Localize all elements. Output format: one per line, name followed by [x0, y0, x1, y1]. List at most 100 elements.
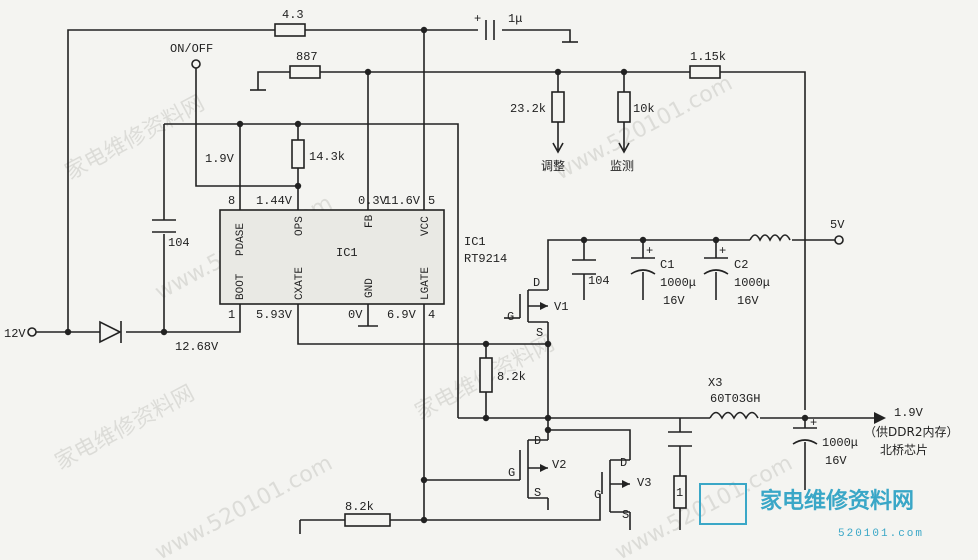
onoff-label: ON/OFF [170, 42, 213, 56]
output-voltage: 1.9V [894, 406, 924, 420]
ic-rt9214 [219, 209, 445, 305]
input-terminal-12v [27, 327, 37, 337]
x3-part: 60T03GH [710, 392, 760, 406]
pin-cxate: CXATE [294, 267, 306, 300]
pin-number-5: 5 [428, 194, 435, 208]
pin-pdase: PDASE [235, 223, 247, 256]
voltage-ops: 1.44V [256, 194, 293, 208]
resistor-14-3k-label: 14.3k [309, 150, 345, 164]
watermark-url: www.520101.com [151, 451, 337, 560]
resistor-8-2k-a-label: 8.2k [497, 370, 526, 384]
v-12-68-label: 12.68V [175, 340, 219, 354]
v3-label: V3 [637, 476, 651, 490]
capacitor-c1: + [630, 244, 656, 275]
capacitor-snubber [668, 431, 692, 447]
onoff-terminal [191, 59, 201, 69]
inductor-5v [749, 234, 791, 242]
voltage-fb: 0.3V [358, 194, 388, 208]
resistor-8-2k-b-label: 8.2k [345, 500, 374, 514]
output-note-2: 北桥芯片 [880, 443, 928, 457]
logo-sub: 520101.com [838, 528, 924, 540]
resistor-887-label: 887 [296, 50, 318, 64]
capacitor-104-boot-label: 104 [168, 236, 190, 250]
resistor-887 [289, 65, 321, 79]
c2-name: C2 [734, 258, 748, 272]
arrow-down-icon [552, 140, 564, 154]
capacitor-1u-label: 1μ [508, 12, 522, 26]
pin-number-8: 8 [228, 194, 235, 208]
c2-voltage: 16V [737, 294, 759, 308]
v3-source-label: S [622, 508, 629, 522]
v2-gate-label: G [508, 466, 515, 480]
resistor-10k [617, 91, 631, 123]
pin-lgate: LGATE [420, 267, 432, 300]
voltage-vcc: 11.6V [384, 194, 421, 208]
resistor-1-15k-label: 1.15k [690, 50, 726, 64]
voltage-gnd: 0V [348, 308, 363, 322]
c1-value: 1000μ [660, 276, 696, 290]
svg-text:+: + [810, 416, 817, 430]
pin-number-4: 4 [428, 308, 435, 322]
v-1-9-label: 1.9V [205, 152, 235, 166]
v1-drain-label: D [533, 276, 540, 290]
c1-name: C1 [660, 258, 674, 272]
output-note-1: （供DDR2内存） [864, 425, 958, 439]
wires [36, 29, 880, 530]
v1-label: V1 [554, 300, 568, 314]
v2-label: V2 [552, 458, 566, 472]
junctions [64, 26, 809, 524]
pin-fb: FB [364, 214, 376, 228]
input-12v-label: 12V [4, 327, 26, 341]
resistor-1-15k [689, 65, 721, 79]
c2-value: 1000μ [734, 276, 770, 290]
svg-text:+: + [646, 244, 653, 258]
watermark-text: 家电维修资料网 [61, 91, 209, 185]
mosfet-v3 [601, 459, 631, 530]
resistor-1-label: 1 [676, 486, 683, 500]
ic-part: RT9214 [464, 252, 507, 266]
capacitor-1u: + [474, 12, 495, 40]
resistor-23-2k-label: 23.2k [510, 102, 546, 116]
resistor-14-3k [291, 139, 305, 169]
monitor-label: 监测 [610, 159, 634, 173]
arrow-down-icon [618, 140, 630, 154]
v1-gate-label: G [507, 310, 514, 324]
capacitor-1000u-out: + [792, 416, 818, 445]
net-5v-label: 5V [830, 218, 845, 232]
adjust-label: 调整 [541, 158, 565, 173]
inductor-x3 [709, 411, 759, 420]
watermark-text: 家电维修资料网 [51, 381, 199, 475]
mosfet-v2 [519, 439, 548, 499]
c3-value: 1000μ [822, 436, 858, 450]
mosfet-v1 [504, 289, 548, 323]
pin-boot: BOOT [235, 273, 247, 300]
resistor-1 [673, 475, 687, 509]
c3-voltage: 16V [825, 454, 847, 468]
terminal-5v [834, 235, 844, 245]
capacitor-104-boot [152, 219, 176, 233]
resistor-10k-label: 10k [633, 102, 655, 116]
capacitor-104-out [572, 259, 596, 275]
site-logo: 家电维修资料网 520101.com [699, 483, 924, 540]
voltage-lgate: 6.9V [387, 308, 417, 322]
pin-gnd: GND [364, 278, 376, 298]
c1-voltage: 16V [663, 294, 685, 308]
v2-drain-label: D [534, 434, 541, 448]
watermark-url: www.520101.com [551, 71, 737, 186]
resistor-23-2k [551, 91, 565, 123]
resistor-8-2k-a [479, 357, 493, 393]
v3-drain-label: D [620, 456, 627, 470]
v1-source-label: S [536, 326, 543, 340]
resistor-4-3-label: 4.3 [282, 8, 304, 22]
svg-text:+: + [719, 244, 726, 258]
logo-text: 家电维修资料网 [760, 488, 914, 514]
resistor-8-2k-b [344, 513, 391, 527]
capacitor-104-out-label: 104 [588, 274, 610, 288]
x3-name: X3 [708, 376, 722, 390]
output-arrow-icon [874, 412, 886, 424]
resistor-4-3 [274, 23, 306, 37]
capacitor-c2: + [703, 244, 729, 275]
v2-source-label: S [534, 486, 541, 500]
